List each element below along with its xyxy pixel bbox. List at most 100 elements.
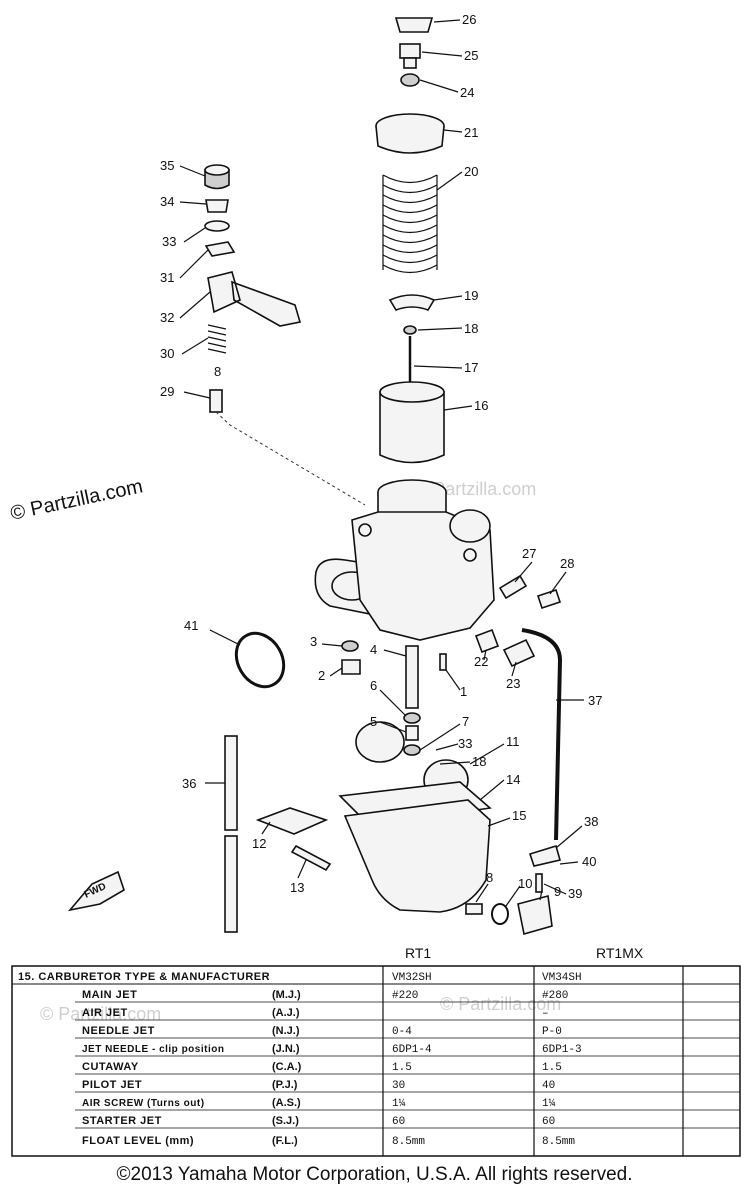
svg-text:(M.J.): (M.J.) — [272, 989, 301, 1001]
callout-40: 40 — [582, 854, 596, 869]
part-30-starter-spring[interactable] — [207, 324, 227, 354]
part-8-screw[interactable] — [465, 903, 483, 915]
callout-20: 20 — [464, 164, 478, 179]
callout-37: 37 — [588, 693, 602, 708]
col-header-rt1: RT1 — [405, 945, 431, 961]
callout-18: 18 — [464, 321, 478, 336]
callout-7: 7 — [462, 714, 469, 729]
svg-text:1¼: 1¼ — [392, 1098, 406, 1110]
callout-3: 3 — [310, 634, 317, 649]
part-18-clip[interactable] — [403, 325, 417, 335]
callout-11: 11 — [506, 734, 520, 749]
part-3-washer[interactable] — [341, 640, 359, 652]
svg-text:JET NEEDLE - clip position: JET NEEDLE - clip position — [82, 1044, 224, 1055]
part-36-drain-tube[interactable] — [224, 835, 238, 933]
svg-text:(P.J.): (P.J.) — [272, 1079, 298, 1091]
leader-lines — [179, 19, 584, 907]
part-38-clip[interactable] — [528, 844, 562, 867]
part-12-float-arm[interactable] — [255, 807, 329, 835]
watermark-faint: © Partzilla.com — [40, 1004, 161, 1024]
callout-31: 31 — [160, 270, 174, 285]
part-27-screw[interactable] — [498, 574, 528, 600]
part-28-screw[interactable] — [536, 588, 562, 610]
callout-24: 24 — [460, 85, 474, 100]
watermark: © Partzilla.com — [8, 475, 144, 525]
part-24-nut[interactable] — [400, 73, 420, 87]
callout-14: 14 — [506, 772, 520, 787]
svg-text:(N.J.): (N.J.) — [272, 1025, 300, 1037]
part-7-o-ring[interactable] — [403, 744, 421, 756]
callout-30: 30 — [160, 346, 174, 361]
svg-text:FLOAT LEVEL (mm): FLOAT LEVEL (mm) — [82, 1135, 194, 1147]
svg-text:(J.N.): (J.N.) — [272, 1043, 300, 1055]
svg-text:30: 30 — [392, 1080, 405, 1092]
callout-1: 1 — [460, 684, 467, 699]
callout-5: 5 — [370, 714, 377, 729]
part-15-float-chamber[interactable] — [343, 799, 491, 913]
part-22-spring[interactable] — [474, 628, 500, 654]
part-2-plug[interactable] — [341, 659, 361, 675]
part-1-screw[interactable] — [439, 653, 447, 671]
part-36-drain-tube[interactable] — [224, 735, 238, 831]
part-26-cap[interactable] — [394, 17, 434, 33]
part-6-washer[interactable] — [403, 712, 421, 724]
part-31-plate[interactable] — [204, 241, 236, 257]
part-23-screw[interactable] — [502, 638, 536, 668]
callout-8a: 8 — [214, 364, 221, 379]
callout-38: 38 — [584, 814, 598, 829]
type-rt1mx: VM34SH — [542, 972, 582, 984]
part-20-spring[interactable] — [382, 174, 438, 274]
part-13-float-pin[interactable] — [290, 844, 332, 872]
part-5-main-jet[interactable] — [405, 725, 419, 741]
part-37-overflow-tube[interactable] — [521, 628, 563, 841]
part-4-needle-jet[interactable] — [405, 645, 419, 709]
part-10-gasket[interactable] — [491, 903, 509, 925]
svg-text:8.5mm: 8.5mm — [542, 1136, 575, 1148]
svg-text:STARTER JET: STARTER JET — [82, 1115, 162, 1127]
svg-text:1.5: 1.5 — [392, 1062, 412, 1074]
callout-27: 27 — [522, 546, 536, 561]
part-9-drain-plug[interactable] — [517, 894, 553, 936]
watermark-faint: © Partzilla.com — [440, 994, 561, 1014]
callout-25: 25 — [464, 48, 478, 63]
svg-text:(A.S.): (A.S.) — [272, 1097, 301, 1109]
part-25-bolt-shank[interactable] — [403, 57, 417, 69]
callout-32: 32 — [160, 310, 174, 325]
part-1-carburetor-body[interactable] — [314, 479, 495, 641]
callout-8b: 8 — [486, 870, 493, 885]
table-row: AIR SCREW (Turns out) (A.S.) 1¼ 1¼ — [82, 1097, 556, 1110]
callout-34: 34 — [160, 194, 174, 209]
callout-12: 12 — [252, 836, 266, 851]
svg-text:CUTAWAY: CUTAWAY — [82, 1061, 139, 1073]
table-title: 15. CARBURETOR TYPE & MANUFACTURER — [18, 971, 270, 983]
svg-text:#220: #220 — [392, 990, 418, 1002]
fwd-arrow-icon — [67, 870, 125, 912]
part-16-throttle-valve[interactable] — [379, 391, 445, 464]
svg-text:AIR JET: AIR JET — [82, 1007, 128, 1019]
svg-text:(F.L.): (F.L.) — [272, 1135, 298, 1147]
part-41-o-ring[interactable] — [227, 625, 293, 695]
callout-33: 33 — [162, 234, 176, 249]
spec-table: RT1 RT1MX 15. CARBURETOR TYPE & MANUFACT… — [11, 945, 741, 1157]
svg-text:40: 40 — [542, 1080, 555, 1092]
callout-6: 6 — [370, 678, 377, 693]
table-row: FLOAT LEVEL (mm) (F.L.) 8.5mm 8.5mm — [82, 1135, 575, 1148]
part-32-starter-lever[interactable] — [207, 271, 302, 327]
part-29-starter-plunger[interactable] — [209, 389, 223, 413]
callout-33b: 33 — [458, 736, 472, 751]
part-19-needle-retainer[interactable] — [388, 294, 436, 311]
part-25-bolt[interactable] — [399, 43, 421, 59]
svg-text:MAIN JET: MAIN JET — [82, 989, 137, 1001]
table-row: CUTAWAY (C.A.) 1.5 1.5 — [82, 1061, 562, 1074]
part-34-nut[interactable] — [205, 199, 229, 213]
callout-4: 4 — [370, 642, 377, 657]
svg-text:(C.A.): (C.A.) — [272, 1061, 302, 1073]
callout-29: 29 — [160, 384, 174, 399]
svg-text:PILOT JET: PILOT JET — [82, 1079, 142, 1091]
table-row: PILOT JET (P.J.) 30 40 — [82, 1079, 555, 1092]
part-33-washer[interactable] — [204, 220, 230, 232]
part-39-screw[interactable] — [535, 873, 543, 893]
svg-text:NEEDLE JET: NEEDLE JET — [82, 1025, 155, 1037]
svg-text:1¼: 1¼ — [542, 1098, 556, 1110]
